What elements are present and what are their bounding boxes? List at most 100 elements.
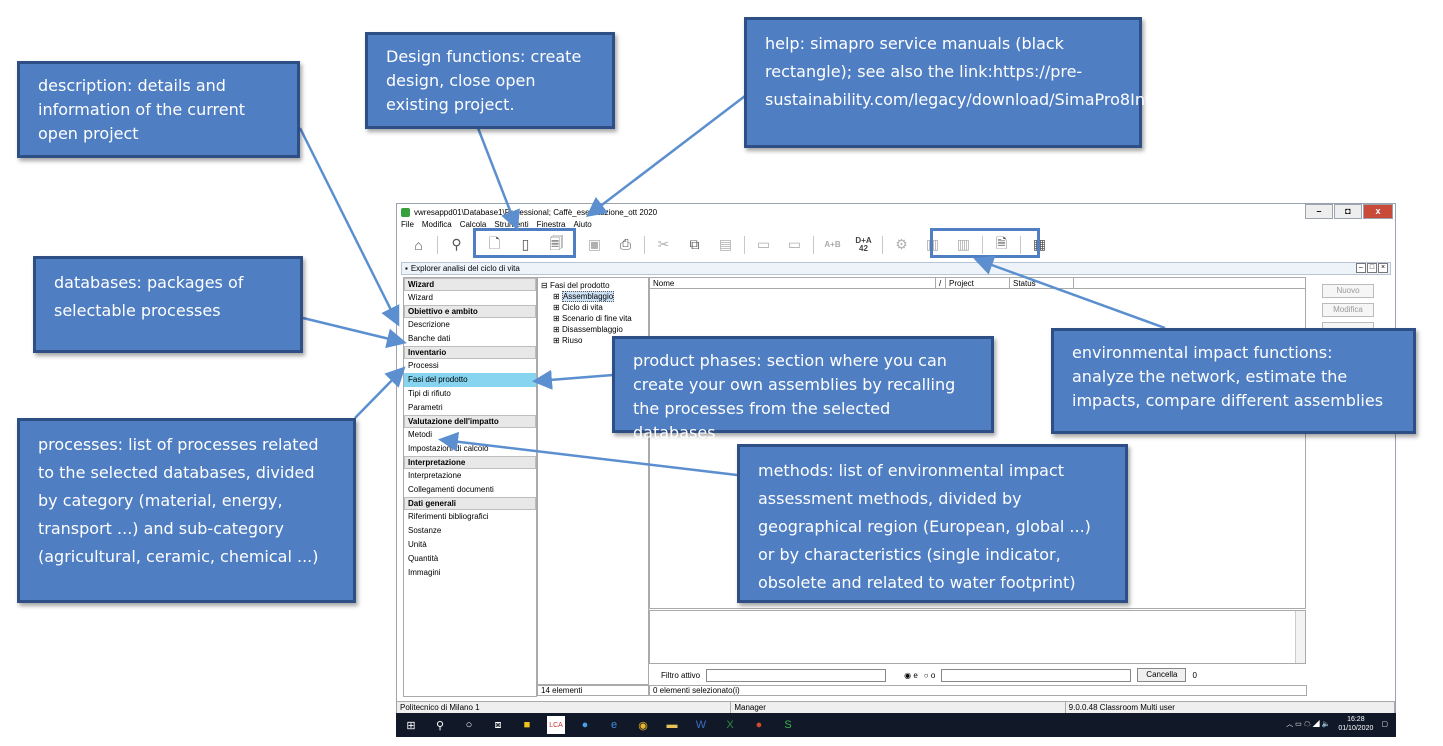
nav-item-substances[interactable]: Sostanze (408, 526, 442, 535)
simapro-taskbar-icon[interactable]: S (784, 719, 792, 731)
compare-da-number: 42 (859, 243, 868, 253)
column-sort[interactable]: / (936, 278, 946, 288)
callout-methods: methods: list of environmental impact as… (737, 444, 1128, 603)
powerpoint-icon[interactable]: ● (755, 719, 763, 731)
column-status[interactable]: Status (1010, 278, 1074, 288)
filter-input[interactable] (706, 668, 887, 682)
nav-item-interpretation[interactable]: Interpretazione (408, 471, 462, 480)
new-button[interactable]: Nuovo (1322, 284, 1374, 298)
callout-processes: processes: list of processes related to … (17, 418, 356, 603)
compare-ab-label: A+B (824, 239, 841, 249)
new-project-icon[interactable]: 🗋 (488, 234, 501, 251)
nav-item-waste-types[interactable]: Tipi di rifiuto (408, 389, 451, 398)
tree-item[interactable]: ⊞ Scenario di fine vita (553, 314, 632, 323)
skype-icon[interactable]: ● (581, 719, 589, 731)
nav-item-calculation-settings[interactable]: Impostazioni di calcolo (408, 444, 489, 453)
compare-ab-icon[interactable]: A+B (817, 234, 848, 256)
compare-da-label: D+A (855, 235, 872, 245)
description-scrollbar[interactable] (1295, 611, 1305, 663)
cortana-icon[interactable]: ○ (465, 719, 473, 731)
minimize-button[interactable]: – (1305, 204, 1333, 219)
cancel-filter-button[interactable]: Cancella (1137, 668, 1187, 682)
copy-icon[interactable]: ⧉ (689, 236, 700, 252)
new-process-icon[interactable]: ▭ (756, 236, 771, 252)
toolbar-separator (744, 235, 745, 254)
edge-icon[interactable]: e (610, 719, 618, 731)
home-icon[interactable]: ⌂ (414, 236, 423, 253)
compare-icon[interactable]: ▥ (956, 236, 971, 252)
tree-item-label: Riuso (561, 336, 583, 345)
maximize-button[interactable]: ◘ (1334, 204, 1362, 219)
excel-icon[interactable]: X (726, 719, 734, 731)
menu-finestra[interactable]: Finestra (536, 220, 566, 229)
menu-file[interactable]: File (401, 220, 414, 229)
status-version: 9.0.0.48 Classroom Multi user (1066, 702, 1395, 713)
report-icon[interactable]: 🗎 (995, 234, 1008, 251)
cut-icon[interactable]: ✂ (657, 236, 670, 252)
tree-item[interactable]: ⊞ Assemblaggio (553, 291, 615, 302)
nav-item-units[interactable]: Unità (408, 540, 427, 549)
sticky-notes-icon[interactable]: ■ (523, 719, 531, 731)
tree-item[interactable]: ⊞ Disassemblaggio (553, 325, 623, 334)
column-project[interactable]: Project (946, 278, 1010, 288)
menu-calcola[interactable]: Calcola (459, 220, 487, 229)
callout-databases: databases: packages of selectable proces… (33, 256, 303, 353)
radio-e[interactable]: ◉ e (904, 670, 918, 680)
task-view-icon[interactable]: ⧈ (494, 718, 502, 731)
nav-item-document-links[interactable]: Collegamenti documenti (408, 485, 494, 494)
edit-button[interactable]: Modifica (1322, 303, 1374, 317)
print-icon[interactable]: ⎙ (619, 236, 632, 252)
column-name[interactable]: Nome (650, 278, 936, 288)
explorer-maximize-button[interactable]: □ (1367, 263, 1377, 273)
filter-bar: Filtro attivo ◉ e ○ o Cancella 0 (649, 665, 1306, 685)
menu-modifica[interactable]: Modifica (421, 220, 452, 229)
list-status: 14 elementi 0 elementi selezionato(i) (537, 685, 1307, 696)
tree-item-label: Ciclo di vita (561, 303, 603, 312)
filter-input-secondary[interactable] (941, 668, 1132, 682)
nav-item-description[interactable]: Descrizione (408, 320, 450, 329)
window-controls: – ◘ x (1305, 204, 1393, 219)
explorer-minimize-button[interactable]: – (1356, 263, 1366, 273)
window-title: vwresappd01\Database1\Professional; Caff… (414, 207, 658, 217)
explorer-title: Explorer analisi del ciclo di vita (410, 264, 520, 273)
edit-process-icon[interactable]: ▭ (787, 236, 802, 252)
nav-item-quantities[interactable]: Quantità (408, 554, 439, 563)
windows-start-icon[interactable]: ⊞ (406, 719, 416, 732)
paste-icon[interactable]: ▤ (718, 236, 733, 252)
network-icon[interactable]: ⚙ (895, 236, 908, 252)
chrome-icon[interactable]: ◉ (638, 719, 648, 732)
nav-item-databases[interactable]: Banche dati (408, 334, 451, 343)
open-project-icon[interactable]: ▯ (521, 236, 530, 252)
tree-item[interactable]: ⊞ Ciclo di vita (553, 303, 603, 312)
close-button[interactable]: x (1363, 204, 1393, 219)
status-role: Manager (731, 702, 1066, 713)
clock[interactable]: 16:28 01/10/2020 (1338, 715, 1373, 733)
nav-item-parameters[interactable]: Parametri (408, 403, 443, 412)
search-icon[interactable]: ⚲ (435, 719, 445, 732)
tree-root[interactable]: ⊟ Fasi del prodotto (541, 281, 610, 290)
nav-item-product-phases[interactable]: Fasi del prodotto (404, 373, 536, 387)
explorer-close-button[interactable]: × (1378, 263, 1388, 273)
nav-item-wizard[interactable]: Wizard (408, 293, 433, 302)
search-icon[interactable]: ⚲ (451, 236, 462, 252)
close-project-icon[interactable]: 🗐 (549, 234, 564, 251)
lca-app-icon[interactable]: LCA (547, 716, 565, 734)
notifications-icon[interactable]: ▢ (1381, 721, 1388, 728)
save-icon[interactable]: ▣ (587, 236, 602, 252)
nav-item-processes[interactable]: Processi (408, 361, 439, 370)
system-tray: ︿ ▭ ☁ ◢ 🔈 16:28 01/10/2020 ▢ (1286, 715, 1388, 733)
tree-item[interactable]: ⊞ Riuso (553, 336, 583, 345)
explorer-nav: Wizard Wizard Obiettivo e ambito Descriz… (403, 277, 537, 697)
word-icon[interactable]: W (695, 719, 707, 731)
file-explorer-icon[interactable]: ▬ (666, 719, 678, 731)
tray-icons[interactable]: ︿ ▭ ☁ ◢ 🔈 (1286, 721, 1331, 728)
callout-description: description: details and information of … (17, 61, 300, 158)
nav-item-literature[interactable]: Riferimenti bibliografici (408, 512, 489, 521)
radio-o[interactable]: ○ o (923, 670, 936, 680)
nav-item-methods[interactable]: Metodi (408, 430, 433, 439)
nav-item-images[interactable]: Immagini (408, 568, 441, 577)
toolbar-separator (1020, 235, 1021, 254)
menu-aiuto[interactable]: Aiuto (573, 220, 592, 229)
